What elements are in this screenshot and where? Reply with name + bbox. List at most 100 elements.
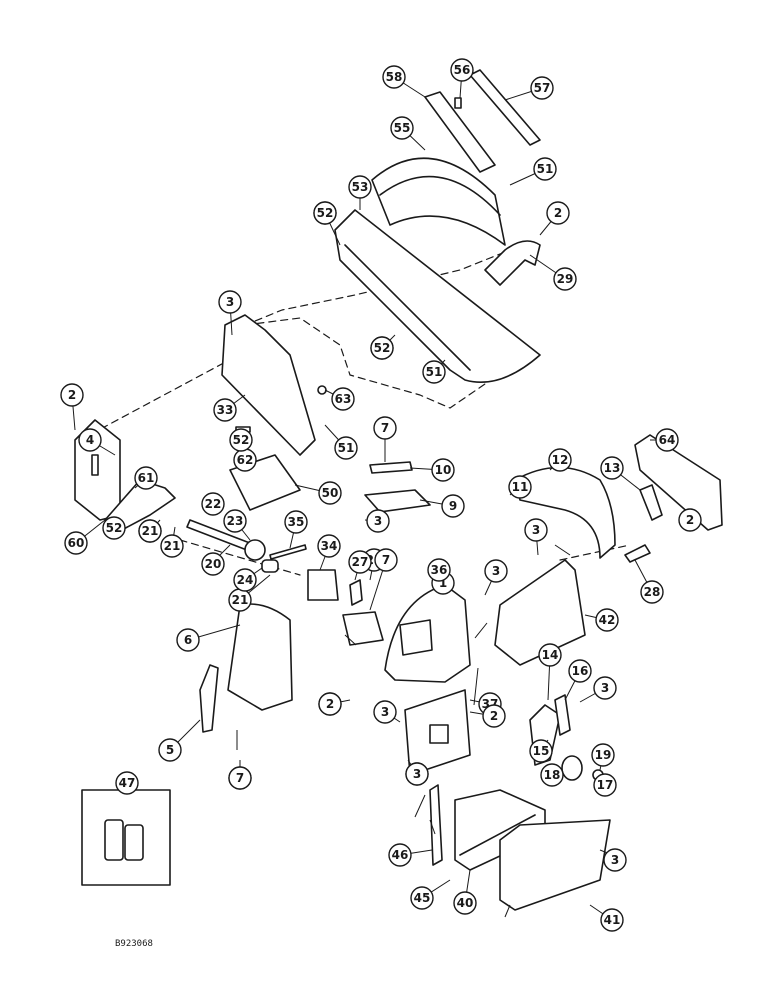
callout-28: 28 [640,580,664,604]
callout-50: 50 [318,481,342,505]
callout-57: 57 [530,76,554,100]
callout-15: 15 [529,739,553,763]
callout-label: 33 [217,403,234,417]
callout-47: 47 [115,771,139,795]
part-42-panel [494,559,586,666]
callout-62: 62 [233,448,257,472]
callout-60: 60 [64,531,88,555]
callout-2: 2 [318,692,342,716]
callout-3: 3 [218,290,242,314]
part-33-panel [221,314,316,456]
callout-3: 3 [593,676,617,700]
callout-label: 3 [532,523,540,537]
callout-label: 47 [119,776,136,790]
callout-label: 57 [534,81,551,95]
callout-label: 7 [381,421,389,435]
callout-3: 3 [373,700,397,724]
part-35-pin [269,544,307,560]
part-10-bar [369,461,413,474]
callout-label: 21 [142,524,159,538]
callout-64: 64 [655,428,679,452]
part-25-plate [342,611,384,646]
callout-3: 3 [524,518,548,542]
callout-18: 18 [540,763,564,787]
callout-7: 7 [373,416,397,440]
callout-2: 2 [678,508,702,532]
part-64-bracket [634,434,723,531]
part-1-window [399,619,433,656]
callout-21: 21 [160,534,184,558]
part-46-strip [429,784,443,866]
callout-16: 16 [568,659,592,683]
callout-label: 3 [601,681,609,695]
callout-label: 41 [604,913,621,927]
callout-7: 7 [228,766,252,790]
part-28-clip [624,544,651,563]
callout-label: 4 [86,433,94,447]
callout-label: 27 [352,555,369,569]
part-13-plate [639,484,663,521]
callout-55: 55 [390,116,414,140]
part-63-nut [317,385,327,395]
callout-label: 45 [414,891,431,905]
callout-21: 21 [138,519,162,543]
callout-41: 41 [600,908,624,932]
callout-53: 53 [348,175,372,199]
callout-52: 52 [313,201,337,225]
callout-label: 52 [317,206,334,220]
callout-10: 10 [431,458,455,482]
callout-label: 52 [233,433,250,447]
callout-11: 11 [508,475,532,499]
callout-label: 15 [533,744,550,758]
callout-label: 46 [392,848,409,862]
dashed-routing-lines [79,249,631,576]
callout-label: 3 [381,705,389,719]
callout-52: 52 [102,516,126,540]
callout-label: 2 [68,388,76,402]
callout-56: 56 [450,58,474,82]
callout-label: 16 [572,664,589,678]
callout-label: 23 [227,514,244,528]
callout-9: 9 [441,494,465,518]
callout-label: 50 [322,486,339,500]
callout-label: 10 [435,463,452,477]
callout-bubbles: 1234567910111213141516171819202122232425… [60,58,702,932]
callout-label: 35 [288,515,305,529]
part-57-strip [469,69,541,146]
callout-19: 19 [591,743,615,767]
callout-label: 1 [439,576,447,590]
callout-40: 40 [453,891,477,915]
callout-label: 3 [374,514,382,528]
part-44-cutout [429,724,449,744]
part-47-cans [104,819,144,861]
callout-29: 29 [553,267,577,291]
callout-label: 42 [599,613,616,627]
callout-63: 63 [331,387,355,411]
callout-3: 3 [405,762,429,786]
callout-label: 64 [659,433,676,447]
callout-label: 3 [226,295,234,309]
callout-51: 51 [533,157,557,181]
part-40-panel [499,819,611,911]
callout-17: 17 [593,773,617,797]
callout-2: 2 [546,201,570,225]
part-53-chute-edge [344,244,471,371]
callout-58: 58 [382,65,406,89]
part-45-rib [459,814,536,856]
callout-label: 62 [237,453,254,467]
callout-52: 52 [370,336,394,360]
callout-label: 14 [542,648,559,662]
callout-label: 28 [644,585,661,599]
part-18-hub [561,755,583,781]
callout-label: 2 [490,709,498,723]
callout-label: 2 [326,697,334,711]
callout-label: 55 [394,121,411,135]
callout-51: 51 [422,360,446,384]
callout-label: 5 [166,743,174,757]
callout-14: 14 [538,643,562,667]
callout-36: 36 [427,558,451,582]
part-24-bushing [261,559,279,573]
callout-4: 4 [78,428,102,452]
part-55-inner-edge [379,175,501,216]
callout-34: 34 [317,534,341,558]
